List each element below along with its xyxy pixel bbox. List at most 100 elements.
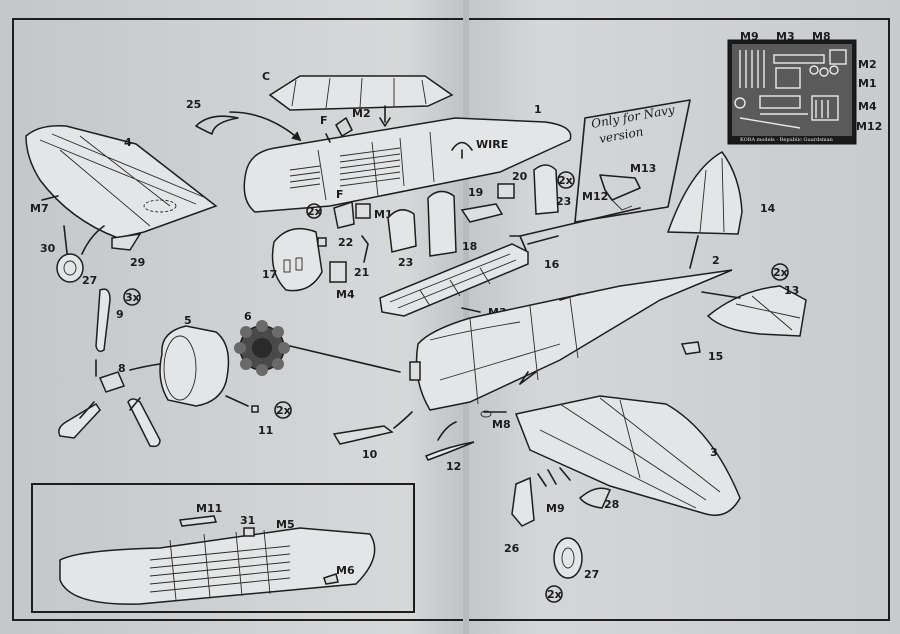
pe-label-m9: M9 (546, 502, 565, 515)
qty-intake: 2x (276, 404, 291, 417)
fin-label: 14 (760, 202, 776, 215)
cowling-part (159, 325, 230, 407)
prop-hub-part (98, 371, 126, 393)
intake-part (251, 405, 259, 413)
lower-wing: 3 M8 (480, 371, 741, 516)
pe-m4-part (329, 261, 347, 283)
etch-footer: KORA models - Republic Guardsman (740, 137, 834, 143)
canopy-label: C (262, 70, 270, 83)
engine-label: 6 (244, 310, 252, 323)
etch-fret-inner (732, 44, 852, 136)
intake-label: 11 (258, 424, 273, 437)
prop-blade-top (95, 288, 111, 353)
pitot-label: 12 (446, 460, 461, 473)
wheel-right-part (553, 537, 583, 579)
pe-m1-part (355, 203, 371, 219)
pe-label-m4: M4 (336, 288, 355, 301)
pe-label-m11: M11 (196, 502, 222, 515)
cowling-label: 5 (184, 314, 192, 327)
hook-part (599, 174, 641, 201)
main-fuselage: 2 (409, 254, 733, 411)
prop-blade-left (58, 402, 101, 439)
part-21-label: 21 (354, 266, 369, 279)
inset-frame (31, 483, 415, 613)
fuselage-left-half: WIRE 1 M2 F (243, 103, 572, 213)
wire-part (451, 141, 473, 159)
tailwheel-part (680, 341, 701, 355)
part-20 (497, 183, 515, 199)
wing-part-29-label: 29 (130, 256, 145, 269)
inset-detail: M11 31 M5 M6 (31, 483, 415, 613)
etched-parts-panel: M9 M3 M8 M2 M1 M4 M12 KORA models - Repu… (727, 30, 882, 145)
wing-left-part (25, 124, 218, 239)
prop-blade-label: 9 (116, 308, 124, 321)
stabilizer-assembly: 2x 13 15 (680, 263, 807, 363)
etch-label-m9: M9 (740, 30, 759, 43)
exhaust-part (332, 425, 394, 445)
part-22-label: 22 (338, 236, 353, 249)
wing-lower-part (514, 395, 741, 516)
right-landing-gear: 26 M9 28 27 2x (504, 467, 619, 603)
lower-small-parts: 10 12 (332, 421, 475, 473)
stabilizer-part (706, 285, 807, 337)
pe-label-f1: F (320, 114, 328, 127)
tailwheel-label: 15 (708, 350, 723, 363)
seat-back-part (427, 190, 457, 257)
canopy-side-label: 25 (186, 98, 201, 111)
bulkhead-label: 17 (262, 268, 277, 281)
etch-label-m1: M1 (858, 77, 877, 90)
navy-label-m12: M12 (582, 190, 608, 203)
wing-lower-label: 3 (710, 446, 718, 459)
qty-wheel: 2x (547, 588, 562, 601)
pe-label-m2: M2 (352, 107, 371, 120)
pe-label-m8: M8 (492, 418, 511, 431)
part-19-label: 19 (468, 186, 483, 199)
etch-label-m8: M8 (812, 30, 831, 43)
gear-leg-label: 30 (40, 242, 56, 255)
wing-part-29 (111, 233, 142, 251)
fuselage-half-part (243, 117, 572, 213)
canopy-assembly: C 25 (186, 70, 454, 142)
pe-m2-part (335, 117, 353, 137)
wheel-left-label: 27 (82, 274, 97, 287)
seat-label-right: 23 (556, 195, 571, 208)
etch-label-m2: M2 (858, 58, 877, 71)
fuselage-right-label: 2 (712, 254, 720, 267)
prop-blade-right (127, 398, 161, 448)
pe-label-m6: M6 (336, 564, 355, 577)
pe-f-part (333, 200, 355, 229)
fin-part (666, 151, 743, 235)
floor-label: 16 (544, 258, 560, 271)
etch-label-m12: M12 (856, 120, 882, 133)
wheel-left-part (56, 253, 84, 283)
navy-label-m13: M13 (630, 162, 656, 175)
seat-label-left: 23 (398, 256, 413, 269)
fin-assembly: 14 (666, 151, 776, 269)
cover-part (578, 487, 611, 509)
cover-label: 28 (604, 498, 619, 511)
qty-seat: 2x (558, 174, 573, 187)
part-20-label: 20 (512, 170, 528, 183)
left-wing: 4 M7 29 (25, 124, 218, 269)
strut-part (511, 476, 535, 527)
engine-part (234, 320, 290, 376)
exhaust-label: 10 (362, 448, 378, 461)
seat-part-left (387, 209, 417, 253)
part-19 (460, 203, 504, 223)
wing-left-label: 4 (124, 136, 132, 149)
fuselage-half-label: 1 (534, 103, 542, 116)
left-landing-gear: 30 27 (40, 225, 105, 287)
seat-part-right (533, 164, 559, 215)
propeller-assembly: 3x 9 8 (58, 288, 161, 448)
wire-label: WIRE (476, 138, 508, 151)
canopy-side-part (195, 115, 239, 135)
pe-label-m7: M7 (30, 202, 49, 215)
pe-label-m5: M5 (276, 518, 295, 531)
seat-back-label: 18 (462, 240, 477, 253)
etch-label-m4: M4 (858, 100, 877, 113)
pe-label-f2: F (336, 188, 344, 201)
navy-box (574, 99, 691, 223)
qty-stab: 2x (773, 266, 788, 279)
